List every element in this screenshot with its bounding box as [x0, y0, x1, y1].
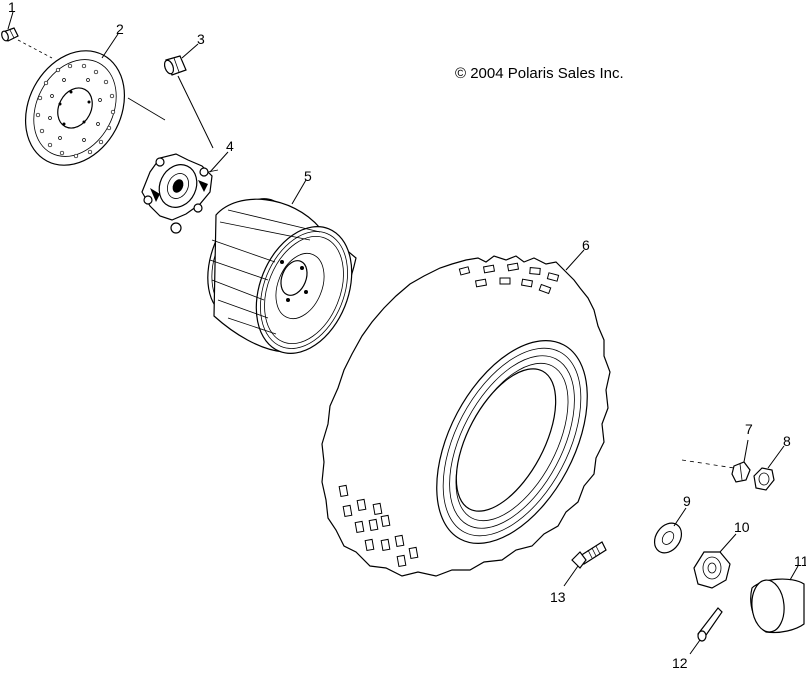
axis-line-2 [127, 97, 166, 121]
bolt-icon [1, 27, 19, 42]
copyright-text: © 2004 Polaris Sales Inc. [455, 65, 624, 82]
leader-line-2 [101, 33, 119, 59]
leader-line-3 [181, 43, 199, 59]
nut-icon [753, 467, 775, 491]
washer-icon [731, 461, 751, 483]
leader-line-8 [767, 445, 785, 469]
leader-line-13 [563, 565, 579, 587]
leader-line-7 [743, 439, 749, 463]
callout-4: 4 [226, 138, 234, 154]
leader-line-10 [719, 533, 737, 553]
wheel-hub-icon [141, 153, 219, 234]
spacer-washer-icon [653, 522, 683, 554]
wheel-stud-icon [571, 541, 607, 569]
tire-icon [321, 255, 611, 577]
callout-8: 8 [783, 433, 791, 449]
callout-9: 9 [683, 493, 691, 509]
callout-12: 12 [672, 655, 688, 671]
leader-line-5 [291, 179, 307, 205]
leader-line-6 [565, 249, 585, 271]
callout-3: 3 [197, 31, 205, 47]
brake-disc-icon [24, 50, 126, 166]
leader-line-1 [7, 11, 14, 30]
axis-line-7 [681, 459, 735, 469]
callout-2: 2 [116, 21, 124, 37]
wheel-rim-icon [207, 198, 357, 354]
axis-line-1 [17, 39, 53, 59]
cotter-pin-icon [697, 607, 723, 642]
callout-11: 11 [794, 553, 806, 569]
leader-line-9 [673, 507, 687, 527]
callout-6: 6 [582, 237, 590, 253]
callout-1: 1 [8, 0, 16, 15]
callout-5: 5 [304, 168, 312, 184]
leader-line-12 [689, 639, 701, 655]
hub-cap-icon [750, 578, 805, 634]
axis-line-3 [177, 75, 214, 149]
leader-line-11 [789, 565, 799, 581]
castle-nut-icon [693, 551, 731, 589]
stud-icon [163, 55, 187, 76]
leader-line-4 [209, 151, 229, 173]
callout-13: 13 [550, 589, 566, 605]
callout-7: 7 [745, 421, 753, 437]
callout-10: 10 [734, 519, 750, 535]
